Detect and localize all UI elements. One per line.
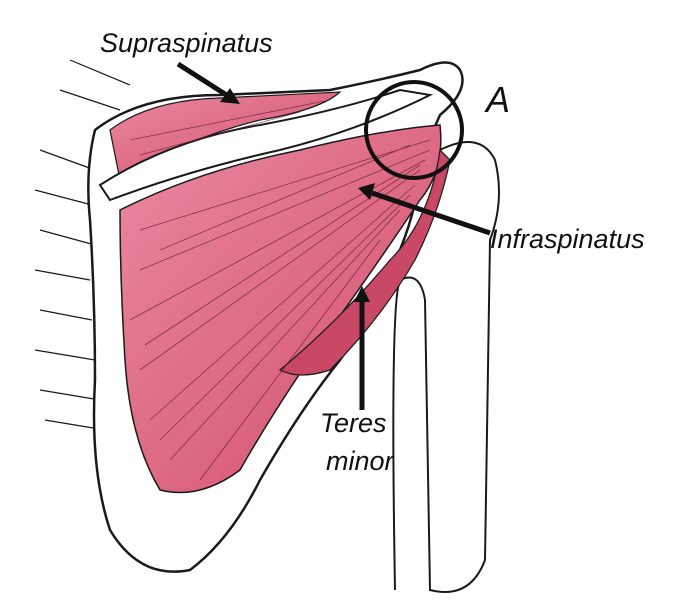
teres-minor-label-line2: minor bbox=[326, 446, 394, 476]
humerus-bone bbox=[392, 141, 500, 593]
label-arrows bbox=[176, 61, 491, 410]
muscle-fibers bbox=[129, 99, 431, 481]
supraspinatus-label: Supraspinatus bbox=[100, 28, 273, 58]
region-a-label: A bbox=[486, 79, 511, 120]
infraspinatus-label: Infraspinatus bbox=[490, 224, 645, 254]
region-a-circle bbox=[364, 80, 464, 180]
rib-hatching bbox=[34, 59, 131, 431]
teres-minor-muscle bbox=[278, 148, 451, 376]
teres-minor-label-line1: Teres bbox=[320, 408, 387, 438]
